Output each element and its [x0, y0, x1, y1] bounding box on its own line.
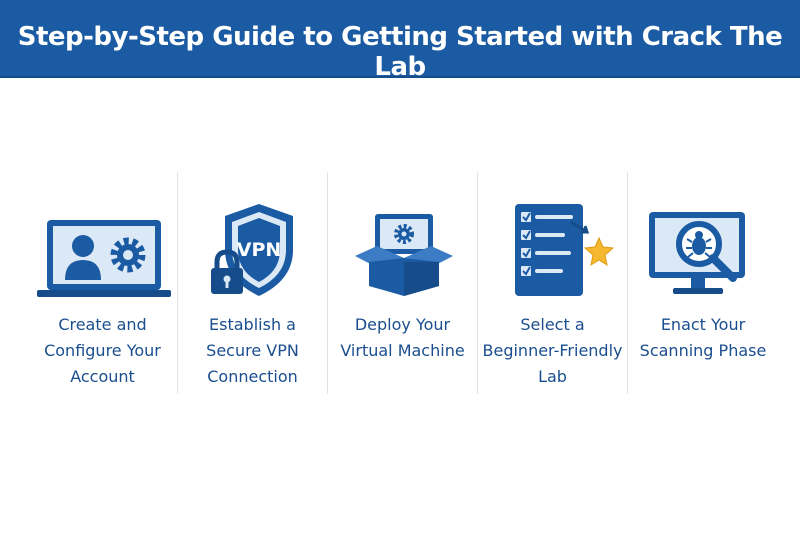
- step-label: Establish a Secure VPN Connection: [206, 315, 299, 386]
- monitor-bug-scan-icon: [628, 200, 778, 300]
- header-banner: Step-by-Step Guide to Getting Started wi…: [0, 0, 800, 82]
- step-label: Enact Your Scanning Phase: [639, 315, 767, 360]
- step-scanning-phase: Enact Your Scanning Phase: [628, 172, 778, 394]
- checklist-star-icon: [478, 200, 627, 300]
- user-laptop-settings-icon: [28, 200, 177, 300]
- step-select-lab: Select a Beginner-Friendly Lab: [478, 172, 628, 394]
- step-virtual-machine: Deploy Your Virtual Machine: [328, 172, 478, 394]
- step-create-account: Create and Configure Your Account: [28, 172, 178, 394]
- step-vpn-connection: VPN Establish a Secure VPN Connection: [178, 172, 328, 394]
- step-label: Select a Beginner-Friendly Lab: [482, 315, 623, 386]
- step-label: Create and Configure Your Account: [44, 315, 161, 386]
- vpn-shield-lock-icon: VPN: [178, 200, 327, 300]
- virtual-machine-box-icon: [328, 200, 477, 300]
- page-title: Step-by-Step Guide to Getting Started wi…: [17, 22, 783, 82]
- steps-row: Create and Configure Your Account VPN Es…: [28, 172, 780, 394]
- vpn-text: VPN: [236, 239, 281, 261]
- step-label: Deploy Your Virtual Machine: [340, 315, 465, 360]
